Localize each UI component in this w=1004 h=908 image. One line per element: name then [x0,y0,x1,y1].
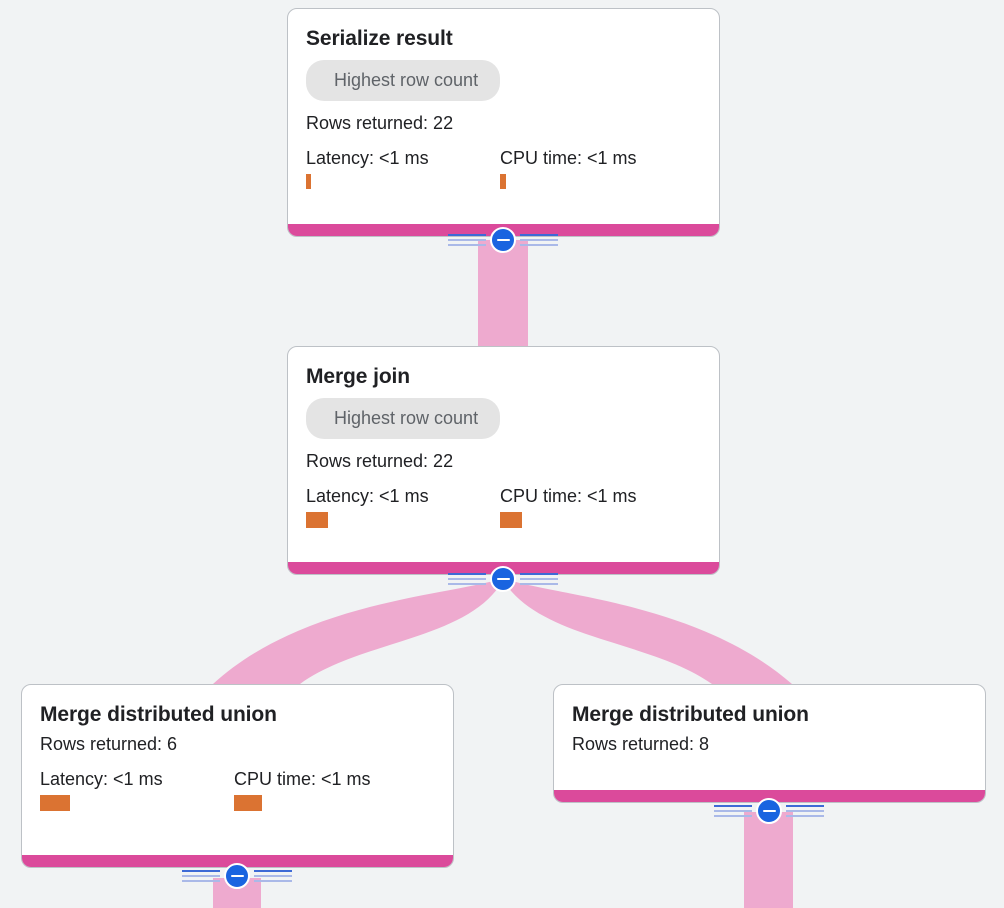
rail-left-line-2 [714,810,752,812]
rail-right-line-2 [520,578,558,580]
collapse-control-union-right[interactable] [714,798,824,824]
rail-left-line-2 [448,239,486,241]
metric-cpu-time-bar [234,795,262,812]
metric-latency: Latency: <1 ms [306,148,500,190]
metric-cpu-time-bar [500,174,506,190]
rail-right-line-1 [786,805,824,807]
node-badge-row: Highest row count [306,398,701,440]
rail-left-line-1 [448,234,486,236]
rows-returned-label: Rows returned: 22 [306,113,454,134]
minus-icon[interactable] [224,863,250,889]
flow-ribbon-union-right-down [744,812,793,908]
node-title: Serialize result [306,27,453,50]
metric-latency-bar [306,512,328,529]
metric-cpu-time-bar [500,512,522,529]
collapse-control-serialize-result[interactable] [448,227,558,253]
status-badge-highest-row-count: Highest row count [306,60,501,102]
rail-left-line-2 [448,578,486,580]
metric-latency: Latency: <1 ms [40,769,234,812]
collapse-control-merge-join[interactable] [448,566,558,592]
rail-right-line-1 [254,870,292,872]
rail-left-line-1 [448,573,486,575]
node-body: Merge distributed union Rows returned: 8 [554,685,985,790]
node-footer-bar [22,855,453,867]
rail-right-line-3 [254,880,292,882]
metric-latency-bar [40,795,70,812]
node-title: Merge distributed union [572,703,809,726]
rail-right-line-2 [520,239,558,241]
metrics-row: Latency: <1 ms CPU time: <1 ms [306,148,701,190]
rail-left-line-3 [714,815,752,817]
plan-node-merge-distributed-union-left[interactable]: Merge distributed union Rows returned: 6… [21,684,454,868]
metric-latency-bar [306,174,311,190]
control-rails [448,231,558,249]
node-body: Serialize result Highest row count Rows … [288,9,719,224]
metric-cpu-time-label: CPU time: <1 ms [234,769,371,790]
metric-cpu-time-label: CPU time: <1 ms [500,148,637,169]
node-body: Merge join Highest row count Rows return… [288,347,719,562]
status-badge-highest-row-count: Highest row count [306,398,501,440]
rail-right-line-2 [254,875,292,877]
rows-returned-label: Rows returned: 6 [40,734,178,755]
metric-latency-label: Latency: <1 ms [40,769,163,790]
collapse-control-union-left[interactable] [182,863,292,889]
rail-right-line-2 [786,810,824,812]
flow-ribbon-mergejoin-to-union-right [503,580,792,684]
control-rails [714,802,824,820]
rail-right-line-3 [520,244,558,246]
node-title: Merge join [306,365,411,388]
metric-cpu-time-label: CPU time: <1 ms [500,486,637,507]
flow-ribbon-mergejoin-to-union-left [213,580,503,684]
plan-node-merge-distributed-union-right[interactable]: Merge distributed union Rows returned: 8 [553,684,986,803]
node-footer-bar [554,790,985,802]
metric-latency: Latency: <1 ms [306,486,500,529]
minus-icon[interactable] [490,227,516,253]
control-rails [182,867,292,885]
minus-icon[interactable] [490,566,516,592]
node-title: Merge distributed union [40,703,277,726]
metric-cpu-time: CPU time: <1 ms [500,486,637,529]
rail-left-line-1 [714,805,752,807]
rail-left-line-3 [448,583,486,585]
rail-left-line-1 [182,870,220,872]
rail-right-line-3 [520,583,558,585]
rail-right-line-1 [520,234,558,236]
plan-node-merge-join[interactable]: Merge join Highest row count Rows return… [287,346,720,575]
rail-right-line-3 [786,815,824,817]
flow-ribbon-serialize-to-merge-join [478,240,528,348]
metric-cpu-time: CPU time: <1 ms [500,148,637,190]
rail-left-line-2 [182,875,220,877]
node-body: Merge distributed union Rows returned: 6… [22,685,453,855]
metrics-row: Latency: <1 ms CPU time: <1 ms [40,769,435,812]
plan-node-serialize-result[interactable]: Serialize result Highest row count Rows … [287,8,720,237]
metric-latency-label: Latency: <1 ms [306,486,429,507]
metric-cpu-time: CPU time: <1 ms [234,769,371,812]
rail-left-line-3 [182,880,220,882]
metric-latency-label: Latency: <1 ms [306,148,429,169]
rail-right-line-1 [520,573,558,575]
rows-returned-label: Rows returned: 8 [572,734,710,755]
rows-returned-label: Rows returned: 22 [306,451,454,472]
rail-left-line-3 [448,244,486,246]
node-badge-row: Highest row count [306,60,701,102]
minus-icon[interactable] [756,798,782,824]
metrics-row: Latency: <1 ms CPU time: <1 ms [306,486,701,529]
